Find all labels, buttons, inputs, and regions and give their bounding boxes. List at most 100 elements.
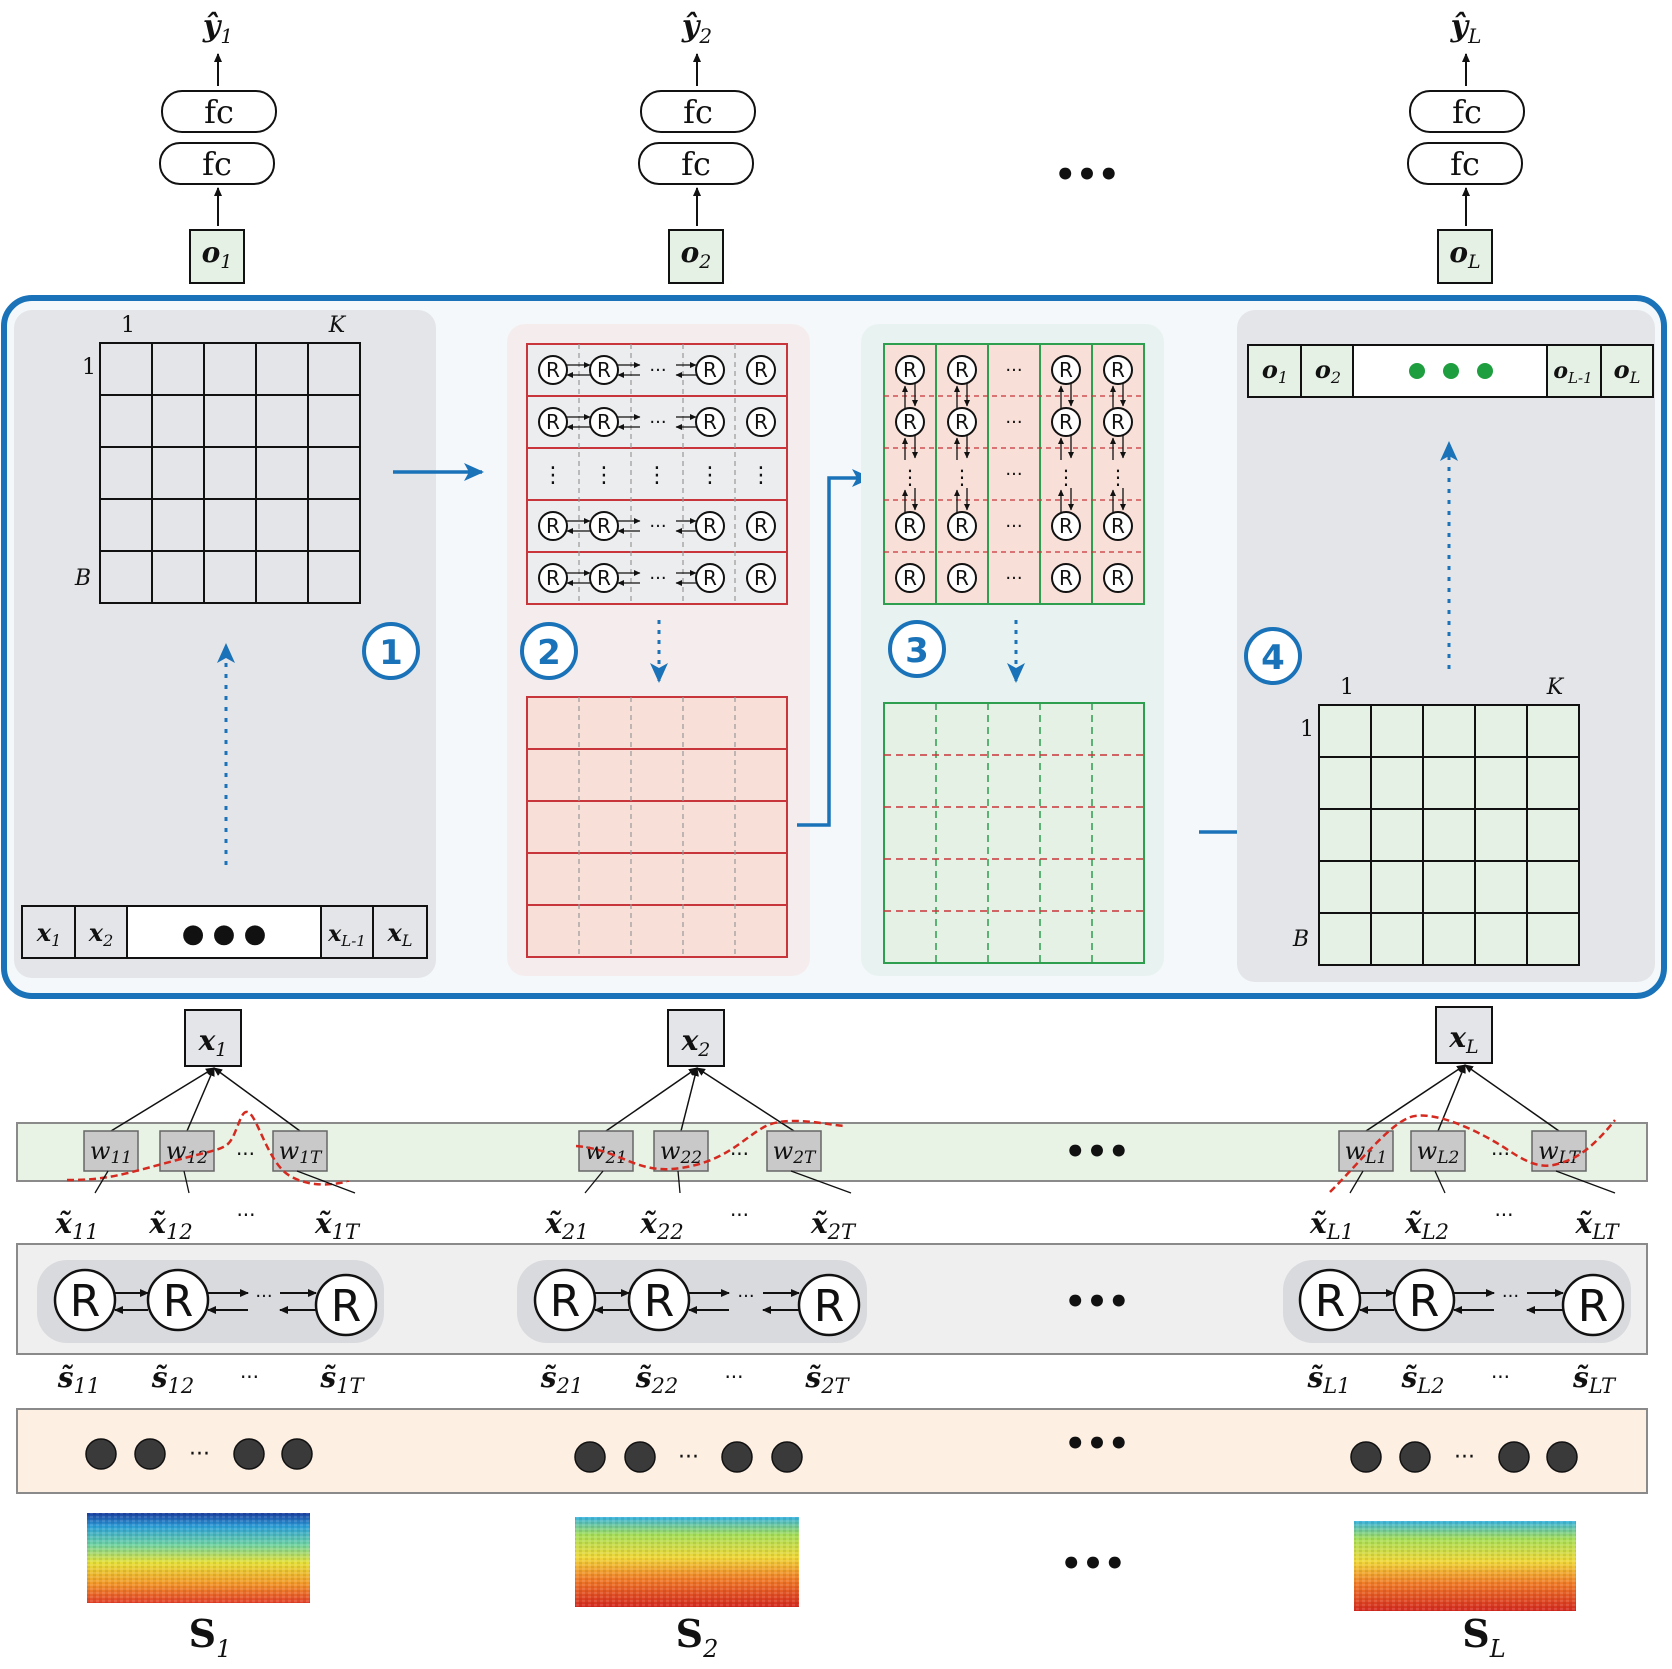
step4-col-start: 1	[1340, 675, 1354, 700]
rnn-cell-node: R	[1103, 563, 1133, 593]
seq-x1: x1	[36, 918, 62, 950]
rnn-cell-label: R	[546, 358, 560, 382]
column-vdots: ⋮	[952, 465, 972, 489]
seq-o2: o2	[1315, 355, 1341, 387]
seq-x2: x2	[88, 918, 114, 950]
rnn-cell-label: R	[955, 514, 969, 538]
column-vdots: ⋮	[1108, 465, 1128, 489]
fc-top-label: fc	[1452, 93, 1482, 131]
rnn-cell-node: R	[589, 355, 619, 385]
rnn-cell-label: R	[703, 514, 717, 538]
rnn-cell-label: R	[1059, 358, 1073, 382]
epoch-input-label: s̃11	[57, 1361, 101, 1398]
hidden-output-label: x̃21	[544, 1207, 588, 1244]
epoch-input-dots: ···	[240, 1365, 259, 1389]
fc-layer-bottom	[1407, 142, 1523, 185]
column-vdots: ⋮	[1056, 465, 1076, 489]
o-box	[1437, 229, 1493, 284]
time-step-dot-icon	[1498, 1441, 1530, 1473]
arrow-icon	[186, 1067, 215, 1132]
inter-chunk-output	[883, 702, 1145, 964]
epoch-input-label: s̃LT	[1572, 1361, 1617, 1398]
rnn-chain-dots: ···	[255, 1286, 272, 1307]
rnn-cell-node: R	[695, 563, 725, 593]
step1-col-start: 1	[121, 313, 135, 338]
heads-ellipsis: •••	[1054, 155, 1119, 195]
rnn-cell-label: R	[754, 514, 768, 538]
rnn-cell-node: R	[947, 511, 977, 541]
rnn-cell-label: R	[1578, 1281, 1609, 1332]
hidden-output-label: x̃LT	[1575, 1207, 1621, 1244]
attention-weight-label: w2T	[773, 1137, 817, 1168]
arrow-icon	[605, 1067, 698, 1132]
step4-number: 4	[1261, 638, 1285, 678]
rnn-ellipsis: •••	[1064, 1282, 1129, 1322]
rnn-cell-node: R	[895, 407, 925, 437]
attention-dots: ···	[236, 1142, 255, 1166]
rnn-cell-node: R	[895, 563, 925, 593]
rnn-cell-node: R	[695, 407, 725, 437]
epoch-input-label: s̃12	[151, 1361, 195, 1398]
rnn-cell-label: R	[597, 566, 611, 590]
hidden-output-label: x̃22	[639, 1207, 683, 1244]
epoch-input-label: s̃L2	[1400, 1361, 1444, 1398]
y-hat-label: ŷ2	[681, 9, 712, 48]
step1-number: 1	[379, 633, 403, 673]
attention-weight-box	[159, 1130, 215, 1172]
row-dots: ···	[1005, 360, 1022, 381]
rnn-cell-node: R	[746, 563, 776, 593]
input-matrix	[99, 342, 361, 604]
rnn-cell-node: R	[746, 511, 776, 541]
time-step-dot-icon	[721, 1441, 753, 1473]
fc-bottom-label: fc	[202, 145, 232, 183]
row-dots: ···	[649, 360, 666, 381]
row-dots: ···	[1005, 516, 1022, 537]
rnn-cell-label: R	[70, 1276, 101, 1327]
rnn-cell-label: R	[955, 410, 969, 434]
seq-o1: o1	[1262, 355, 1288, 387]
rnn-cell-label: R	[1111, 410, 1125, 434]
hidden-output-label: x̃1T	[314, 1207, 361, 1244]
hidden-output-dots: ···	[730, 1203, 749, 1227]
attention-weight-label: wL1	[1345, 1137, 1388, 1168]
attention-weight-label: w22	[660, 1137, 702, 1168]
hidden-output-label: x̃L2	[1404, 1207, 1449, 1244]
rnn-cell-node: R	[947, 563, 977, 593]
time-step-dots: ···	[189, 1442, 210, 1467]
rnn-cell-node: R	[538, 511, 568, 541]
time-step-dot-icon	[1546, 1441, 1578, 1473]
rnn-cell-node: R	[1051, 563, 1081, 593]
column-vdots: ⋮	[900, 465, 920, 489]
rnn-cell-label: R	[903, 514, 917, 538]
row-dots: ···	[649, 412, 666, 433]
rnn-cell-node: R	[947, 407, 977, 437]
attention-weight-label: w1T	[279, 1137, 323, 1168]
rnn-cell-node: R	[538, 563, 568, 593]
column-vdots: ⋮	[699, 463, 721, 488]
rnn-cell-label: R	[331, 1281, 362, 1332]
rnn-cell-label: R	[546, 566, 560, 590]
step2-number-badge	[520, 622, 578, 680]
fc-layer-bottom	[159, 142, 275, 185]
seq-dots: ● ● ●	[182, 919, 267, 949]
epoch-input-label: s̃21	[540, 1361, 584, 1398]
y-hat-label: ŷL	[1450, 9, 1482, 48]
hidden-output-dots: ···	[1494, 1203, 1513, 1227]
fc-bottom-label: fc	[1450, 145, 1480, 183]
rnn-cell-label: R	[1059, 410, 1073, 434]
fc-layer-top	[161, 90, 277, 133]
epoch-signal-label: SL	[1462, 1611, 1505, 1663]
time-step-dot-icon	[1399, 1441, 1431, 1473]
rnn-cell-node: R	[695, 511, 725, 541]
arrow-icon	[213, 1067, 301, 1132]
epoch-input-dots: ···	[724, 1365, 743, 1389]
rnn-cell-label: R	[903, 566, 917, 590]
rnn-cell-label: R	[644, 1276, 675, 1327]
time-step-dot-icon	[624, 1441, 656, 1473]
epoch-input-label: s̃L1	[1306, 1361, 1350, 1398]
